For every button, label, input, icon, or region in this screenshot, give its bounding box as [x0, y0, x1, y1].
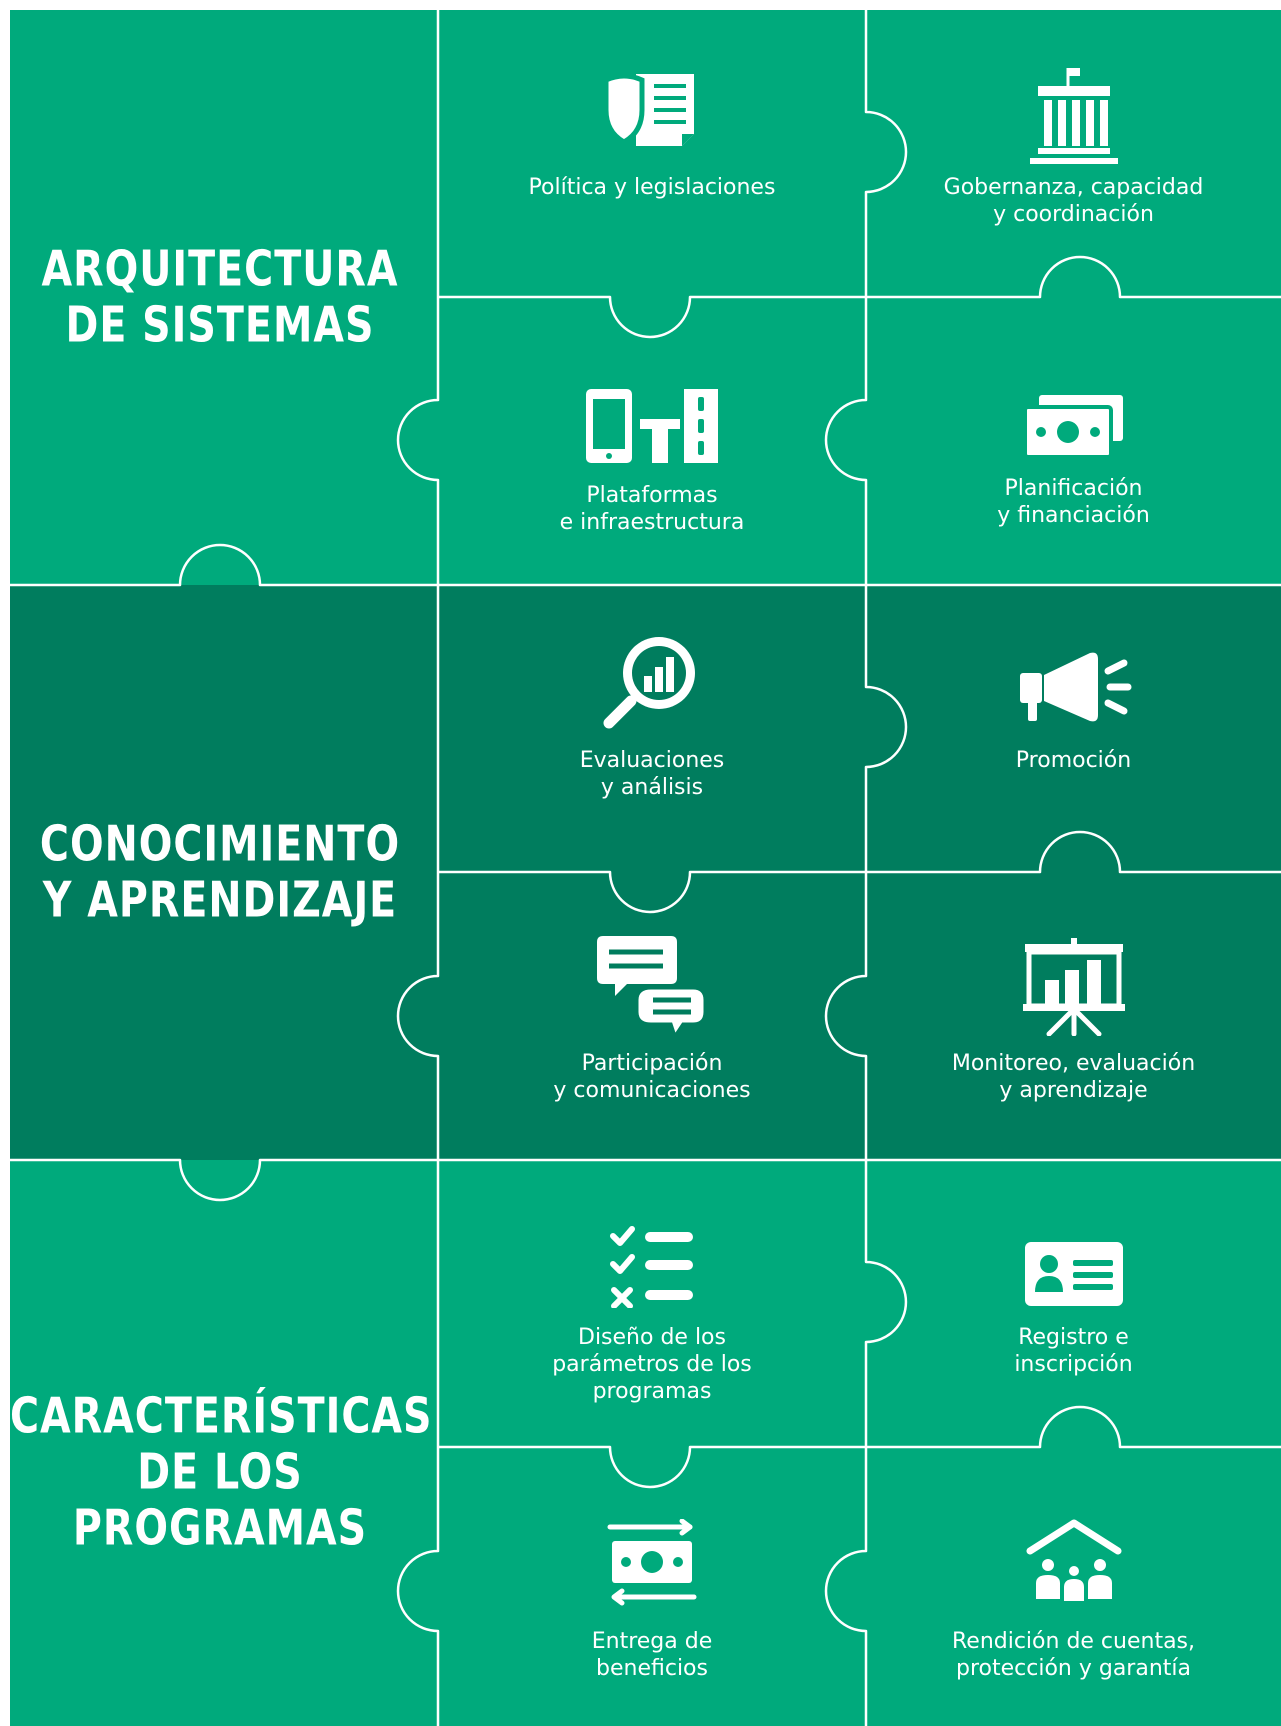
money-transfer-icon: [607, 1519, 697, 1606]
tile-monitoreo: Monitoreo, evaluación y aprendizaje: [866, 872, 1281, 1160]
presentation-board-icon: [1022, 938, 1125, 1036]
megaphone-icon: [1019, 652, 1131, 722]
checklist-icon: [610, 1226, 693, 1308]
tile-gobernanza: Gobernanza, capacidad y coordinación: [866, 10, 1281, 297]
shield-document-icon: [603, 73, 694, 146]
tile-rendicion: Rendición de cuentas, protección y garan…: [866, 1447, 1281, 1726]
section-title-caracteristicas: CARACTERÍSTICAS DE LOS PROGRAMAS: [10, 1387, 433, 1557]
section-title-conocimiento: CONOCIMIENTO Y APRENDIZAJE: [39, 815, 401, 929]
tile-label: Monitoreo, evaluación y aprendizaje: [951, 1051, 1196, 1103]
tile-label: Registro e inscripción: [1014, 1325, 1133, 1377]
tile-label: Diseño de los parámetros de los programa…: [552, 1325, 752, 1404]
tile-label: Entrega de beneficios: [591, 1629, 713, 1681]
tile-diseno: Diseño de los parámetros de los programa…: [438, 1160, 866, 1447]
tile-label: Promoción: [1015, 748, 1132, 773]
tile-label: Plataformas e infraestructura: [559, 483, 745, 535]
tile-entrega: Entrega de beneficios: [438, 1447, 866, 1726]
tile-label: Política y legislaciones: [528, 175, 776, 200]
tile-label: Gobernanza, capacidad y coordinación: [943, 175, 1204, 227]
tile-registro: Registro e inscripción: [866, 1160, 1281, 1447]
id-card-icon: [1024, 1242, 1123, 1306]
banknotes-icon: [1022, 395, 1123, 459]
government-building-icon: [1029, 68, 1118, 164]
tile-promocion: Promoción: [866, 585, 1281, 872]
tile-label: Evaluaciones y análisis: [579, 748, 725, 800]
tile-plataformas: Plataformas e infraestructura: [438, 297, 866, 585]
magnifier-chart-icon: [603, 637, 695, 729]
tile-politica: Política y legislaciones: [438, 10, 866, 297]
phone-infrastructure-icon: [586, 389, 718, 463]
tile-participacion: Participación y comunicaciones: [438, 872, 866, 1160]
tile-label: Participación y comunicaciones: [553, 1051, 751, 1103]
chat-bubbles-icon: [597, 936, 707, 1040]
family-shelter-icon: [1026, 1519, 1121, 1601]
section-title-arquitectura: ARQUITECTURA DE SISTEMAS: [41, 240, 399, 354]
tile-planificacion: Planificación y financiación: [866, 297, 1281, 585]
tile-evaluaciones: Evaluaciones y análisis: [438, 585, 866, 872]
tile-label: Rendición de cuentas, protección y garan…: [951, 1629, 1196, 1681]
tile-label: Planificación y financiación: [997, 476, 1150, 528]
